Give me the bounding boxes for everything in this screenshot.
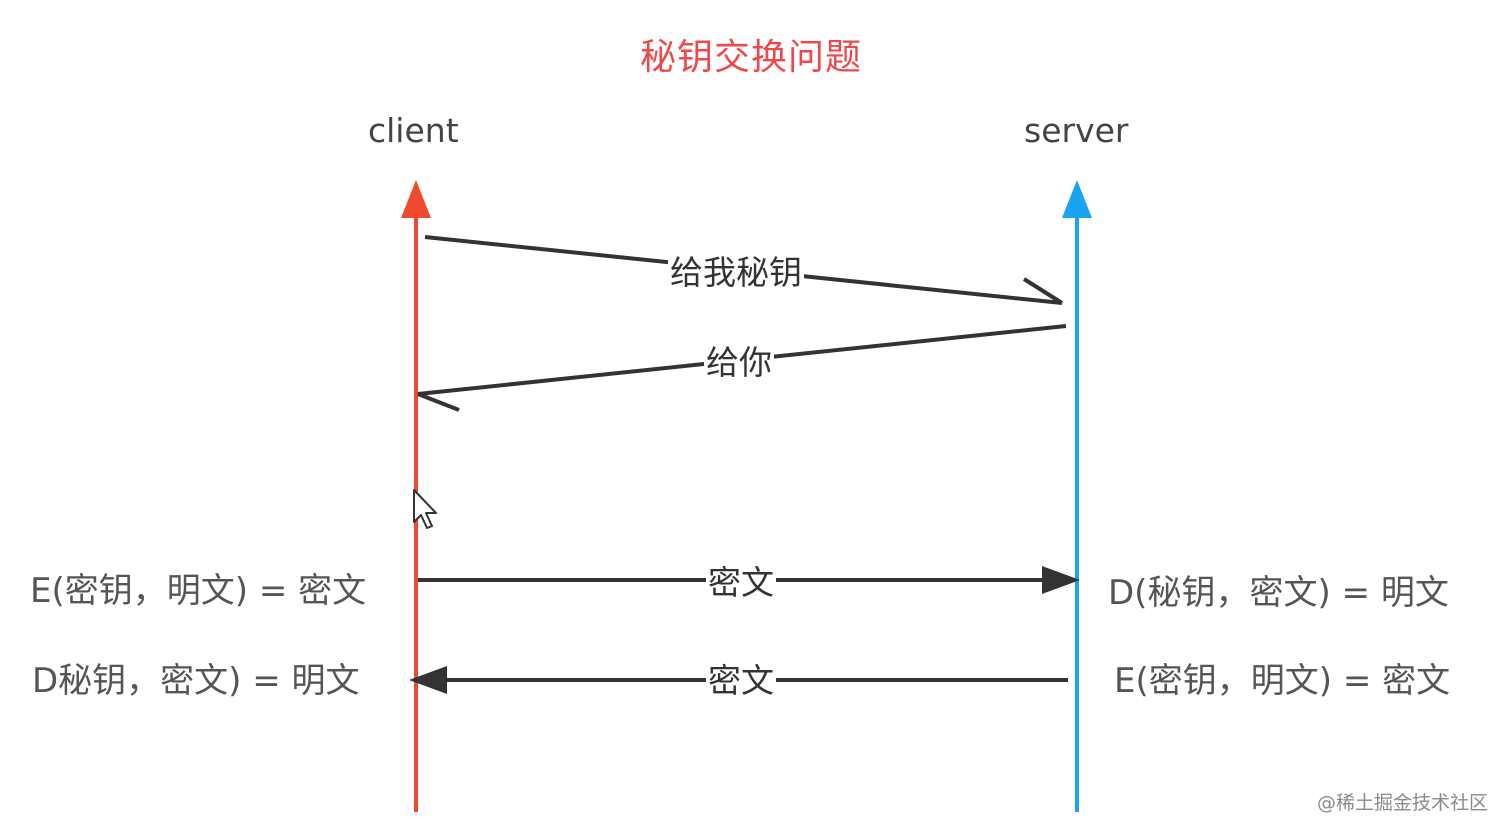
server-lifeline-arrowhead [1062, 180, 1092, 218]
client-decrypt-formula: D秘钥，密文) = 明文 [32, 661, 360, 701]
give-key-label: 给你 [704, 343, 774, 382]
server-encrypt-formula: E(密钥，明文) = 密文 [1114, 661, 1451, 701]
watermark: @稀土掘金技术社区 [1316, 792, 1488, 814]
request-key-label: 给我秘钥 [668, 253, 804, 292]
server-decrypt-formula: D(秘钥，密文) = 明文 [1108, 573, 1449, 613]
ciphertext-to-client-label: 密文 [706, 661, 776, 700]
diagram-title: 秘钥交换问题 [640, 37, 863, 78]
client-label: client [368, 111, 459, 150]
client-lifeline-arrowhead [401, 180, 431, 218]
server-label: server [1024, 111, 1129, 150]
ciphertext-to-server-label: 密文 [706, 563, 776, 602]
mouse-pointer-icon [413, 489, 437, 529]
client-encrypt-formula: E(密钥，明文) = 密文 [30, 571, 367, 611]
